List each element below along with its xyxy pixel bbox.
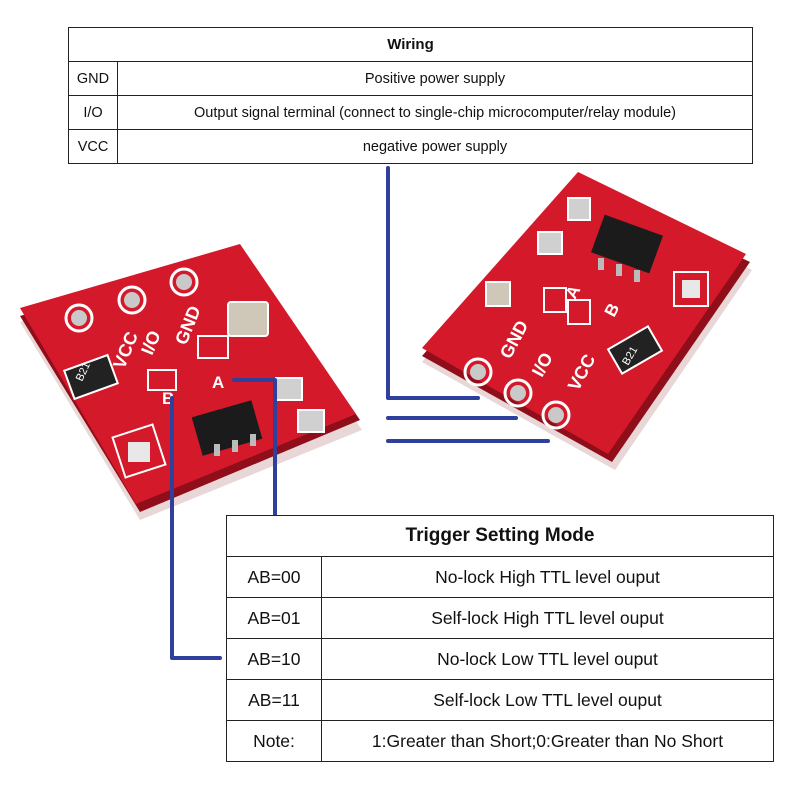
left-pin-hole-3 [176,274,192,290]
trigger-desc: Self-lock Low TTL level ouput [321,679,774,721]
table-row: AB=00 No-lock High TTL level ouput [226,556,774,598]
right-pin-hole-3 [548,407,564,423]
left-pin-hole-2 [124,292,140,308]
table-row: AB=11 Self-lock Low TTL level ouput [226,679,774,721]
connector-wires [170,166,550,660]
wiring-pin: GND [68,61,118,96]
trigger-title: Trigger Setting Mode [226,515,774,557]
trigger-desc: Self-lock High TTL level ouput [321,597,774,639]
left-pin-hole-1 [71,310,87,326]
right-pin-hole-1 [470,364,486,380]
table-row: VCC negative power supply [68,129,753,164]
right-touch-sensor-board: GND I/O VCC A B B21 [422,172,752,470]
trigger-desc: No-lock Low TTL level ouput [321,638,774,680]
table-row: GND Positive power supply [68,61,753,96]
trigger-mode: AB=01 [226,597,322,639]
wiring-desc: Positive power supply [117,61,753,96]
trigger-mode: AB=11 [226,679,322,721]
table-row: AB=10 No-lock Low TTL level ouput [226,638,774,680]
wiring-pin: VCC [68,129,118,164]
right-led [682,280,700,298]
left-a-label: A [212,373,224,392]
left-led [128,442,150,462]
wiring-table: Wiring GND Positive power supply I/O Out… [68,27,753,164]
right-chip [591,214,663,274]
trigger-note-text: 1:Greater than Short;0:Greater than No S… [321,720,774,762]
wiring-pin: I/O [68,95,118,130]
wire-wiring-to-right-board-1 [386,166,480,400]
left-touch-sensor-board: GND I/O VCC A B B21 [20,244,362,520]
right-pin-hole-2 [510,385,526,401]
left-pcb [20,244,356,504]
left-chip [191,400,263,456]
wiring-desc: Output signal terminal (connect to singl… [117,95,753,130]
trigger-mode: AB=00 [226,556,322,598]
trigger-desc: No-lock High TTL level ouput [321,556,774,598]
right-pcb [422,172,746,454]
left-capacitor [227,301,269,337]
trigger-note-label: Note: [226,720,322,762]
table-row: I/O Output signal terminal (connect to s… [68,95,753,130]
table-row: Note: 1:Greater than Short;0:Greater tha… [226,720,774,762]
right-capacitor [485,281,511,307]
wire-pad-b-to-trigger [170,396,222,660]
trigger-mode-table: Trigger Setting Mode AB=00 No-lock High … [226,515,774,762]
wiring-title: Wiring [68,27,753,62]
table-row: AB=01 Self-lock High TTL level ouput [226,597,774,639]
trigger-mode: AB=10 [226,638,322,680]
wiring-desc: negative power supply [117,129,753,164]
wire-pad-a-to-trigger [232,378,277,517]
